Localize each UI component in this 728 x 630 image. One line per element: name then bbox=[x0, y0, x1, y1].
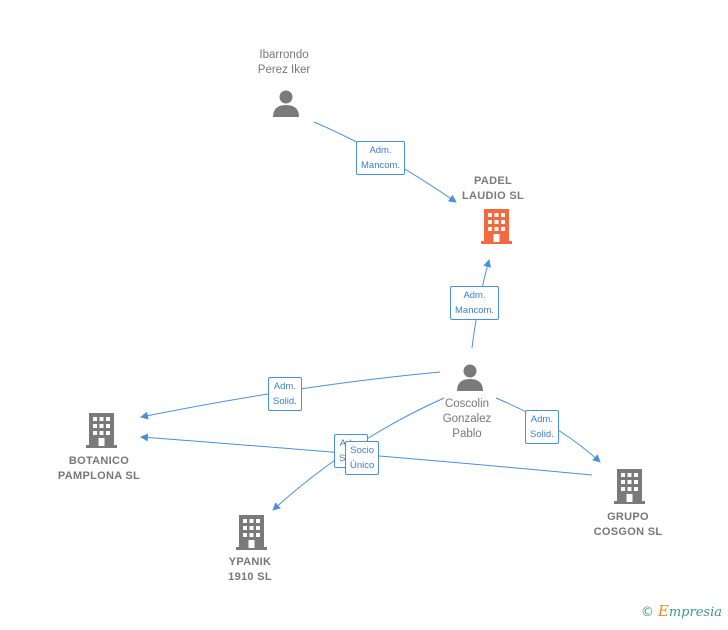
node-label-line: GRUPO bbox=[607, 511, 649, 523]
node-label-padel-laudio[interactable]: PADEL LAUDIO SL bbox=[462, 174, 524, 204]
node-label-line: 1910 SL bbox=[228, 571, 272, 583]
building-icon[interactable] bbox=[236, 515, 267, 550]
edge-label-line: Mancom. bbox=[361, 160, 401, 171]
edge-label-line: Único bbox=[350, 460, 375, 471]
edge-label-adm-mancom[interactable]: Adm. Mancom. bbox=[450, 286, 500, 320]
edge-label-line: Solid. bbox=[273, 396, 297, 407]
edge-label-adm-mancom[interactable]: Adm. Mancom. bbox=[356, 141, 406, 175]
node-label-line: LAUDIO SL bbox=[462, 190, 524, 202]
node-label-line: Gonzalez bbox=[442, 413, 492, 425]
node-label-grupo-cosgon[interactable]: GRUPO COSGON SL bbox=[594, 510, 663, 540]
node-label-line: YPANIK bbox=[228, 556, 272, 568]
copyright-icon: © bbox=[640, 605, 654, 620]
node-label-botanico[interactable]: BOTANICO PAMPLONA SL bbox=[58, 454, 140, 484]
node-label-line: PAMPLONA SL bbox=[57, 470, 141, 482]
edge-label-line: Adm. bbox=[463, 290, 486, 301]
edge-label-adm-solid[interactable]: Adm. Solid. bbox=[268, 377, 302, 411]
brand-logo-text: mpresia bbox=[668, 605, 722, 620]
node-label-coscolin[interactable]: Coscolin Gonzalez Pablo bbox=[443, 397, 492, 442]
edge-label-line: Adm. bbox=[273, 381, 296, 392]
building-icon[interactable] bbox=[86, 413, 117, 448]
empresia-credit[interactable]: ©Empresia bbox=[641, 602, 722, 620]
edge-label-line: Socio bbox=[350, 445, 375, 456]
node-label-line: Ibarrondo bbox=[259, 49, 309, 61]
node-label-ibarrondo[interactable]: Ibarrondo Perez Iker bbox=[258, 48, 310, 78]
node-label-line: COSGON SL bbox=[593, 526, 663, 538]
node-label-line: Pablo bbox=[452, 428, 482, 440]
building-icon[interactable] bbox=[614, 469, 645, 504]
person-icon[interactable] bbox=[455, 362, 485, 392]
node-label-line: Coscolin bbox=[444, 398, 490, 410]
person-icon[interactable] bbox=[271, 88, 301, 118]
brand-logo-letter: E bbox=[657, 602, 669, 620]
edge-label-line: Adm. bbox=[369, 145, 392, 156]
building-icon[interactable] bbox=[481, 209, 512, 244]
edge-label-socio-unico[interactable]: Socio Único bbox=[345, 441, 380, 475]
node-label-line: BOTANICO bbox=[68, 455, 130, 467]
node-label-line: PADEL bbox=[474, 175, 512, 187]
edge-label-line: Mancom. bbox=[455, 305, 495, 316]
edge-label-adm-solid[interactable]: Adm. Solid. bbox=[525, 410, 559, 444]
node-label-line: Perez Iker bbox=[257, 64, 311, 76]
edge-label-line: Solid. bbox=[530, 429, 554, 440]
node-label-ypanik[interactable]: YPANIK 1910 SL bbox=[228, 555, 272, 585]
edge-label-line: Adm. bbox=[530, 414, 553, 425]
